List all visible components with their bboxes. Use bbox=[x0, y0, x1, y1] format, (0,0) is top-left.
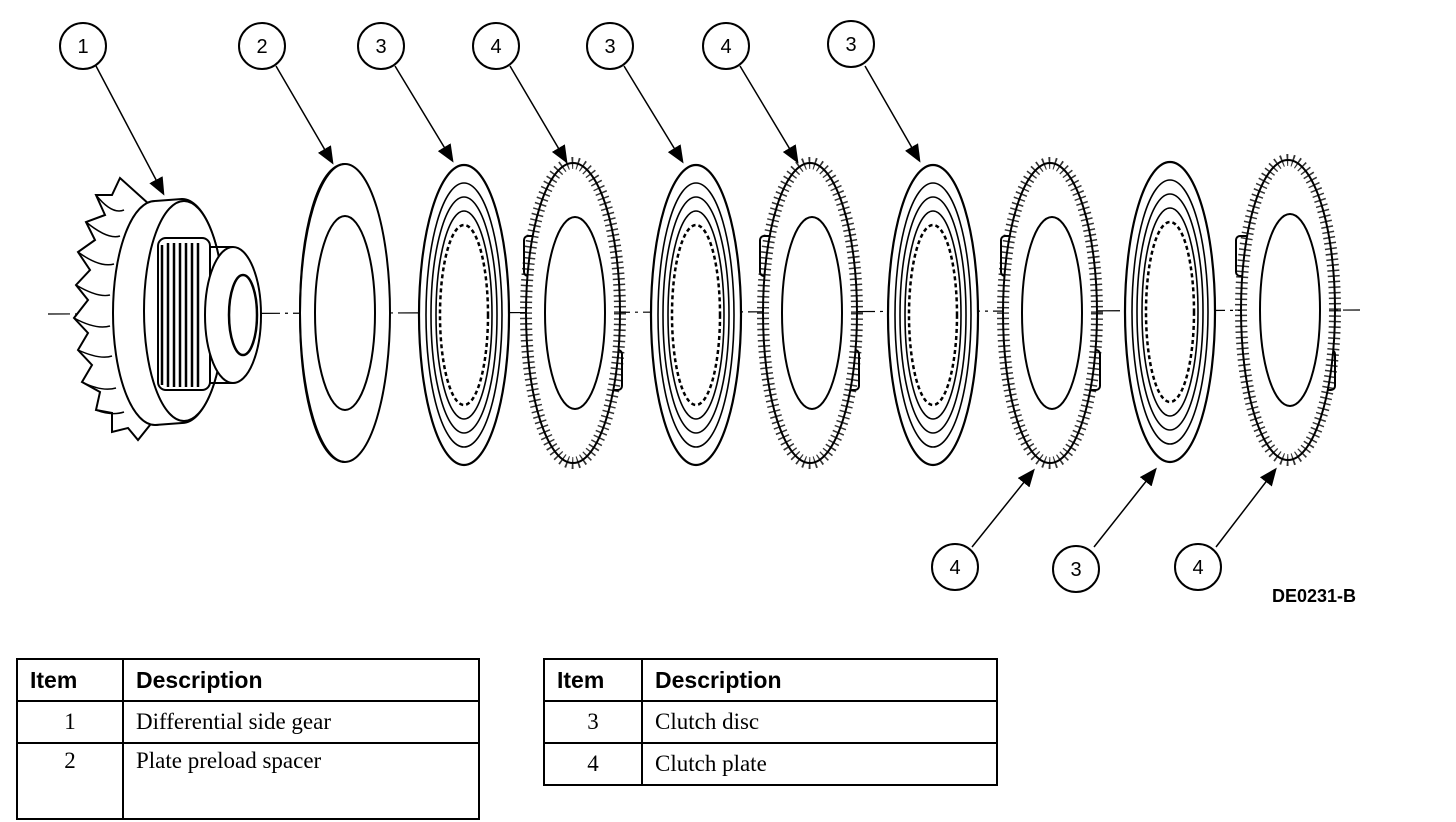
callout-4c: 4 bbox=[931, 543, 979, 591]
description-column-header: Description bbox=[122, 658, 480, 702]
clutch-plate-1 bbox=[520, 157, 626, 469]
item-number: 3 bbox=[543, 700, 643, 744]
callout-4a: 4 bbox=[472, 22, 520, 70]
item-column-header: Item bbox=[543, 658, 643, 702]
leader-line-4d bbox=[1215, 467, 1277, 548]
leader-lines bbox=[95, 65, 1277, 548]
side-gear bbox=[72, 176, 262, 442]
item-description: Clutch plate bbox=[641, 742, 998, 786]
leader-line-3c bbox=[864, 65, 921, 163]
item-description: Plate preload spacer bbox=[122, 742, 480, 820]
callout-3d: 3 bbox=[1052, 545, 1100, 593]
item-number: 1 bbox=[16, 700, 124, 744]
description-column-header: Description bbox=[641, 658, 998, 702]
figure-id: DE0231-B bbox=[1272, 586, 1357, 606]
leader-line-1 bbox=[95, 65, 165, 196]
legend-header-row: Item Description bbox=[16, 658, 480, 702]
leader-line-4b bbox=[739, 65, 799, 164]
table-row: 3 Clutch disc bbox=[543, 700, 998, 744]
table-row: 2 Plate preload spacer bbox=[16, 742, 480, 820]
leader-line-3a bbox=[394, 65, 454, 163]
callout-number: 4 bbox=[720, 36, 731, 58]
callout-3a: 3 bbox=[357, 22, 405, 70]
leader-line-3b bbox=[623, 65, 684, 164]
callout-number: 3 bbox=[375, 36, 386, 58]
clutch-disc-4 bbox=[1123, 160, 1217, 464]
preload-spacer bbox=[298, 163, 391, 463]
callout-number: 2 bbox=[256, 36, 267, 58]
clutch-plate-3 bbox=[997, 157, 1103, 469]
callout-number: 4 bbox=[949, 557, 960, 579]
callout-number: 3 bbox=[845, 34, 856, 56]
item-number: 4 bbox=[543, 742, 643, 786]
callout-4d: 4 bbox=[1174, 543, 1222, 591]
callout-4b: 4 bbox=[702, 22, 750, 70]
clutch-disc-3 bbox=[886, 163, 980, 467]
item-description: Clutch disc bbox=[641, 700, 998, 744]
clutch-disc-2 bbox=[649, 163, 743, 467]
callout-1: 1 bbox=[59, 22, 107, 70]
table-row: 1 Differential side gear bbox=[16, 700, 480, 744]
callout-number: 4 bbox=[1192, 557, 1203, 579]
leader-line-2 bbox=[275, 65, 334, 165]
table-row: 4 Clutch plate bbox=[543, 742, 998, 786]
callout-3b: 3 bbox=[586, 22, 634, 70]
legend-table-left: Item Description 1 Differential side gea… bbox=[16, 658, 480, 820]
callout-2: 2 bbox=[238, 22, 286, 70]
clutch-plate-4 bbox=[1235, 154, 1341, 466]
item-description: Differential side gear bbox=[122, 700, 480, 744]
item-column-header: Item bbox=[16, 658, 124, 702]
leader-line-4c bbox=[971, 468, 1035, 548]
callout-number: 3 bbox=[604, 36, 615, 58]
legend-header-row: Item Description bbox=[543, 658, 998, 702]
legend-table-right: Item Description 3 Clutch disc 4 Clutch … bbox=[543, 658, 998, 786]
callout-number: 1 bbox=[77, 36, 88, 58]
clutch-plate-2 bbox=[757, 157, 863, 469]
exploded-clutch-diagram: 1 2 3 4 3 4 3 4 3 4 bbox=[47, 20, 1361, 593]
callout-number: 3 bbox=[1070, 559, 1081, 581]
callout-3c: 3 bbox=[827, 20, 875, 68]
leader-line-3d bbox=[1093, 467, 1157, 548]
callout-number: 4 bbox=[490, 36, 501, 58]
item-number: 2 bbox=[16, 742, 124, 820]
clutch-disc-1 bbox=[417, 163, 511, 467]
leader-line-4a bbox=[509, 65, 568, 164]
